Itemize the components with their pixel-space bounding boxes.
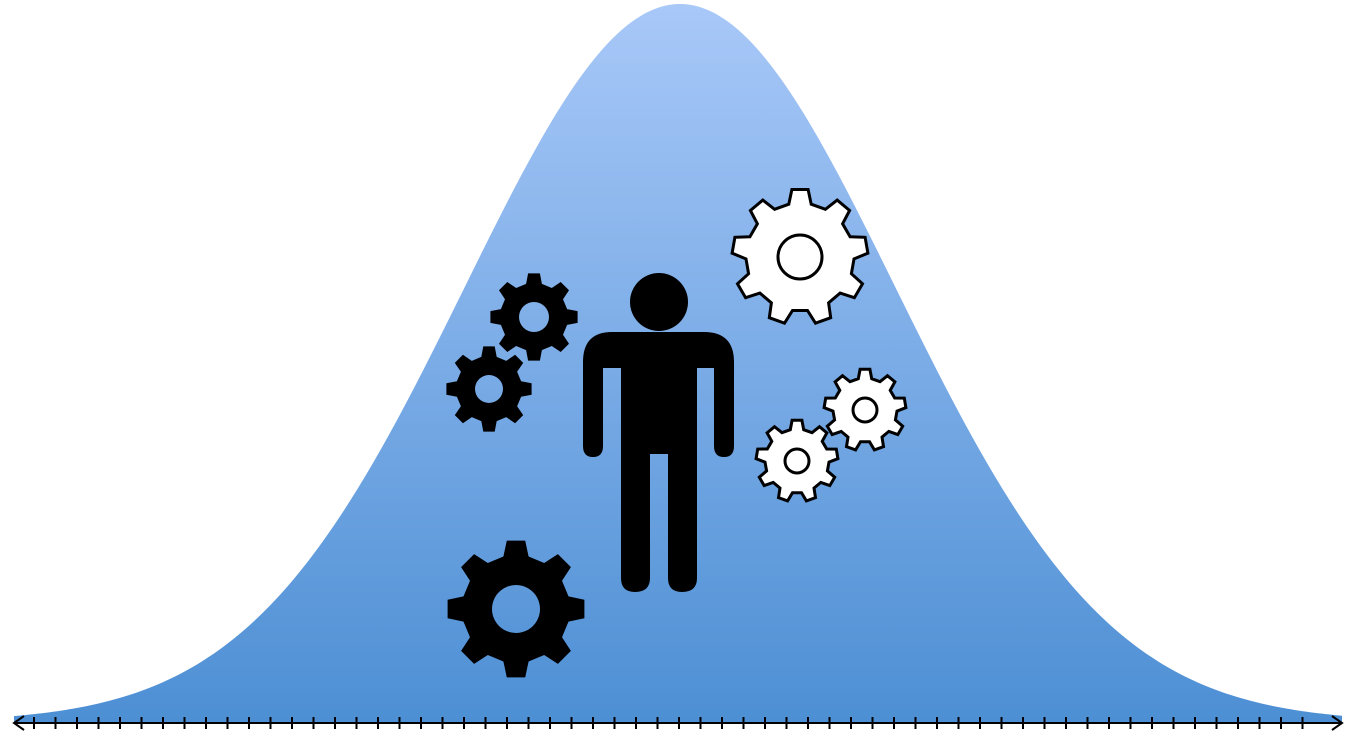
gear-icon (446, 346, 532, 432)
person-icon (583, 273, 734, 592)
gear-icon (490, 273, 578, 361)
axis-ticks (33, 717, 1304, 729)
axis-right-arrow (1331, 715, 1344, 731)
axis-arrow (12, 715, 1344, 731)
gear-outline-icon (822, 367, 908, 452)
gear-outline-icon (754, 418, 840, 503)
gears-group (446, 188, 908, 678)
gear-icon (447, 540, 585, 678)
gear-outline-icon (730, 188, 870, 326)
axis-left-arrow (12, 715, 25, 731)
